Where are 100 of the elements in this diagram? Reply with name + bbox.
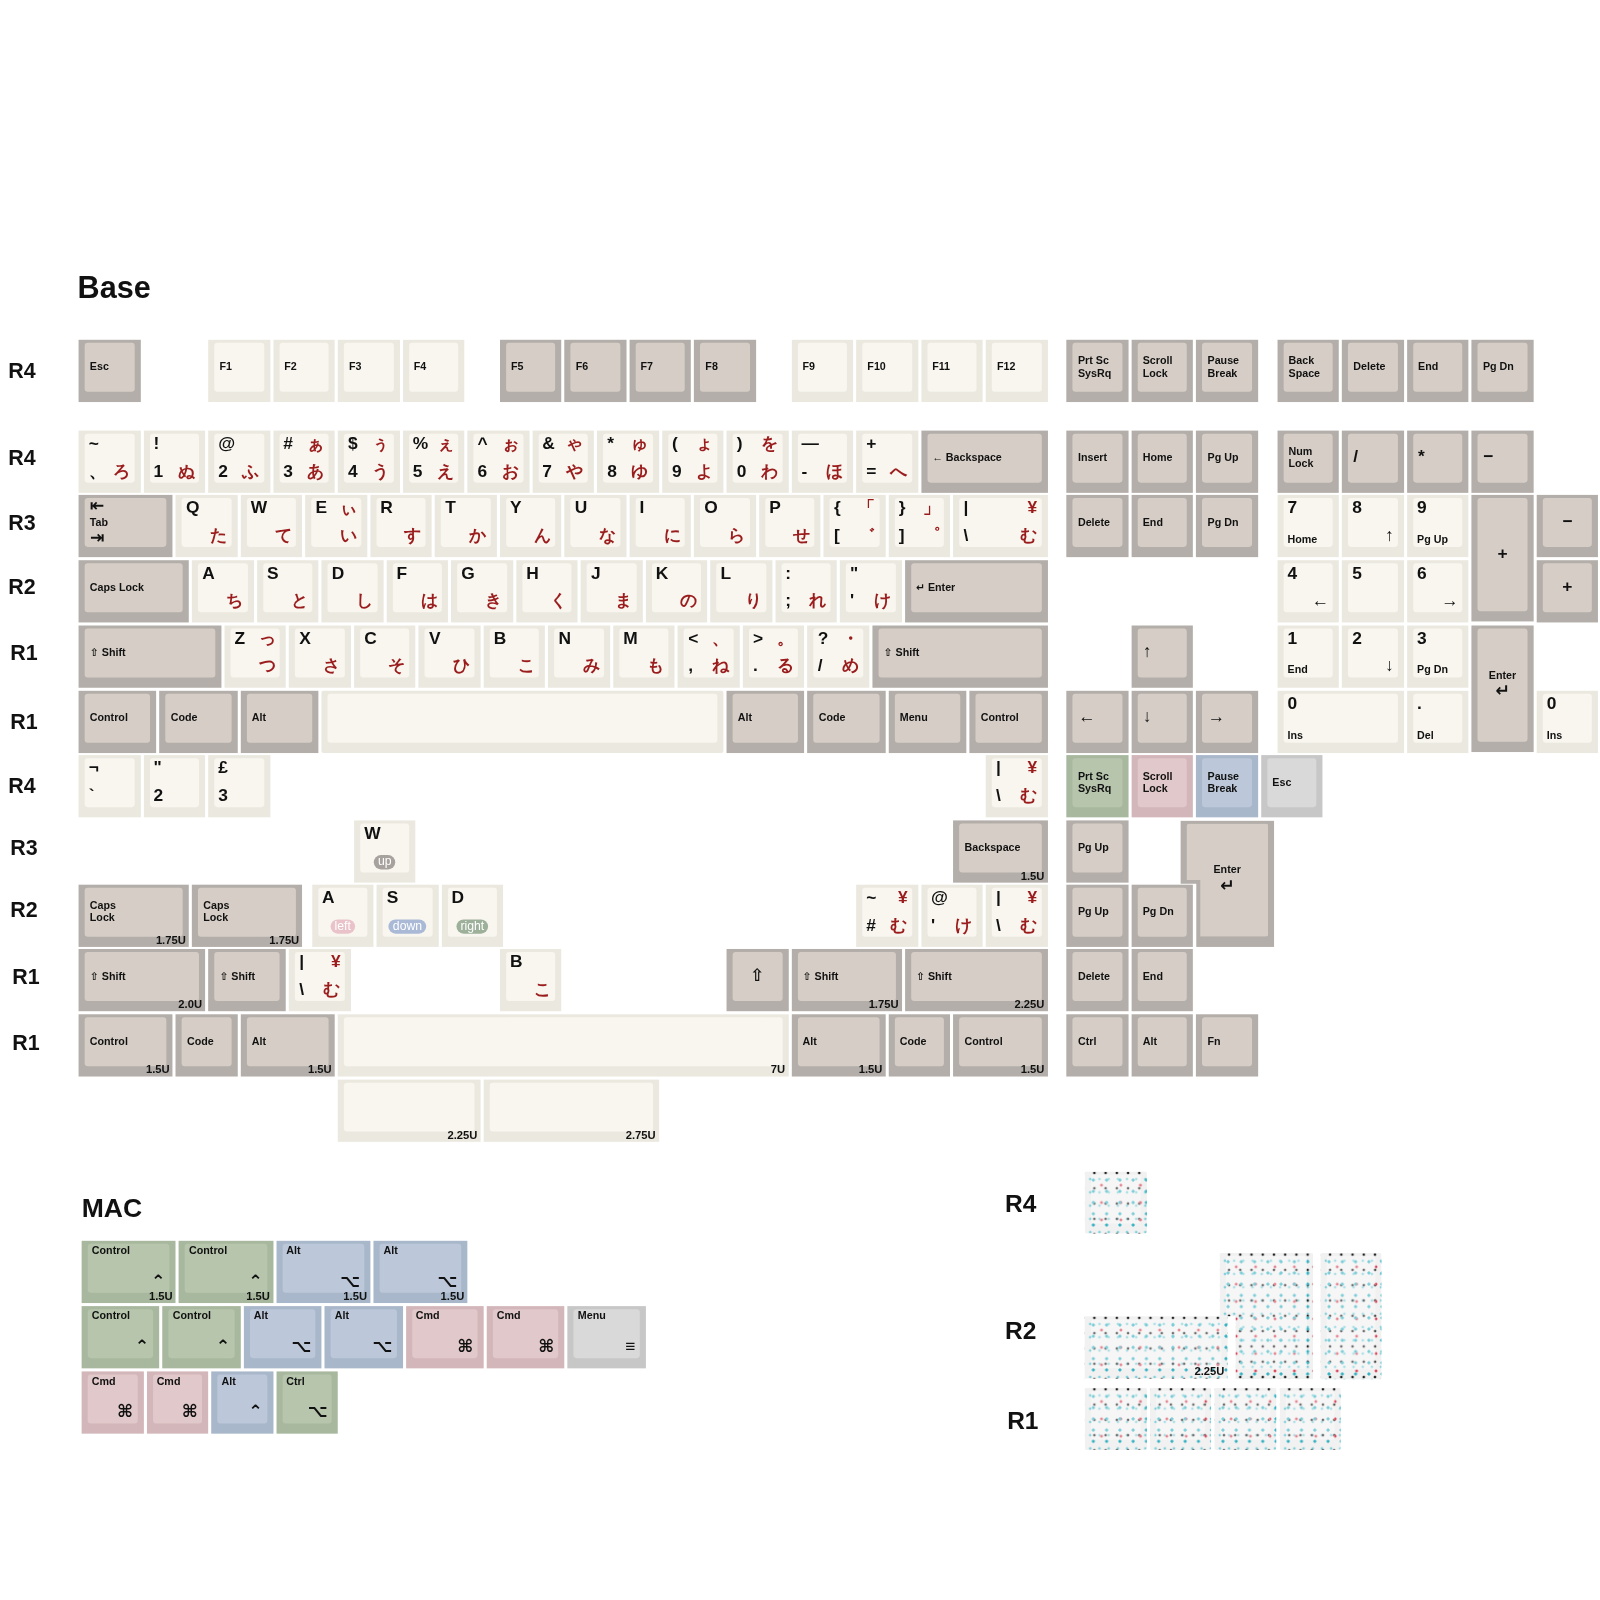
keycap (143, 755, 206, 817)
key-legend: = (866, 462, 877, 482)
key-legend: Caps Lock (203, 900, 244, 924)
size-label: 2.0U (178, 998, 203, 1011)
keycap (78, 755, 141, 817)
key-legend: ゆ (631, 462, 649, 482)
key-legend: や (566, 462, 584, 482)
key-legend: ⌥ (372, 1337, 393, 1357)
key-legend: 」 (922, 499, 941, 519)
key-legend: | (299, 953, 305, 973)
key-legend: 4 (1287, 564, 1298, 584)
keycap (1131, 1014, 1194, 1076)
key-legend: End (1142, 516, 1190, 529)
keycap (985, 884, 1048, 947)
direction-label: down (388, 919, 427, 934)
keycap (240, 690, 319, 753)
key-legend: F7 (640, 361, 688, 373)
key-legend: ⇤ (89, 497, 167, 517)
section-heading: MAC (81, 1194, 143, 1224)
keycap (1196, 339, 1259, 402)
key-legend: へ (890, 462, 908, 482)
size-label: 2.25U (1014, 998, 1045, 1011)
keycap (742, 625, 805, 688)
key-legend: [ (833, 526, 840, 546)
keycap (564, 494, 627, 557)
keycap (81, 1306, 160, 1368)
keycap (311, 884, 374, 947)
key-legend: む (890, 916, 908, 936)
size-label: 2.25U (447, 1129, 478, 1142)
keycap (353, 625, 416, 688)
key-legend: こ (533, 980, 552, 1000)
keycap (240, 1014, 335, 1076)
size-label: 1.5U (858, 1063, 883, 1076)
key-legend: X (299, 629, 311, 649)
key-legend: ⇧ (750, 966, 765, 986)
key-legend: Scroll Lock (1142, 355, 1190, 379)
keycap (162, 1306, 241, 1368)
row-label: R4 (8, 773, 36, 798)
row-label: R4 (1005, 1190, 1037, 1218)
keycap (791, 1014, 886, 1076)
key-legend: Caps Lock (89, 900, 131, 924)
key-legend: ・ (841, 629, 860, 649)
keycap (1131, 430, 1194, 493)
key-legend: Scroll Lock (1142, 770, 1190, 795)
keycap (276, 1371, 338, 1434)
key-legend: Code (818, 712, 866, 724)
key-legend: 9 (671, 462, 682, 482)
keycap (1084, 1316, 1228, 1379)
key-legend: / (1353, 448, 1398, 468)
key-legend: 5 (412, 462, 423, 482)
key-legend: 8 (1352, 499, 1362, 519)
key-legend: 8 (607, 462, 617, 482)
key-legend: Pg Up (1077, 841, 1125, 854)
key-legend: て (274, 526, 293, 546)
keycap (758, 494, 821, 557)
key-legend: Num Lock (1288, 446, 1336, 470)
key-legend: い (339, 526, 357, 546)
keycap (272, 339, 335, 402)
key-legend: Enter (1213, 864, 1241, 877)
keycap (191, 560, 254, 622)
key-legend: Pg Dn (1417, 664, 1449, 676)
key-legend: ≡ (625, 1337, 636, 1357)
key-legend: ⌃ (248, 1272, 263, 1292)
key-legend: A (202, 564, 215, 584)
key-legend: 5 (1352, 564, 1362, 584)
key-legend: ぃ (339, 499, 357, 519)
key-legend: ¥ (1027, 888, 1038, 908)
keycap (1196, 690, 1259, 753)
keycap (175, 1014, 238, 1076)
key-legend: # (866, 916, 876, 936)
key-legend: 4 (347, 462, 358, 482)
key-legend: F11 (932, 361, 980, 373)
key-legend: Code (170, 712, 218, 724)
key-legend: ↵ (1495, 681, 1510, 701)
key-legend: : (785, 564, 792, 584)
key-legend: Code (187, 1035, 234, 1048)
keycap (1066, 755, 1129, 817)
key-legend: Fn (1207, 1035, 1255, 1048)
key-legend: ⇥ (89, 528, 167, 548)
key-legend: ' (850, 591, 855, 611)
key-legend: ゅ (631, 434, 649, 454)
key-legend: End (1142, 970, 1190, 983)
key-legend: U (574, 499, 588, 519)
keycap (321, 690, 724, 753)
size-label: 1.5U (1020, 1063, 1045, 1076)
key-legend: ⇧ Shift (883, 646, 1042, 659)
direction-label: up (373, 855, 396, 869)
key-legend: | (995, 759, 1001, 779)
key-legend: ぇ (436, 434, 455, 454)
key-legend: Z (234, 629, 246, 649)
key-legend: I (639, 499, 645, 519)
keycap (418, 625, 481, 688)
key-legend: F10 (867, 361, 915, 373)
key-legend: Alt (251, 1035, 329, 1048)
key-legend: ) (736, 434, 743, 454)
keycap (1319, 1253, 1382, 1380)
keycap (1471, 494, 1534, 622)
key-legend: 、 (712, 629, 730, 649)
key-legend: Alt (1142, 1035, 1190, 1048)
key-legend: * (607, 434, 614, 454)
